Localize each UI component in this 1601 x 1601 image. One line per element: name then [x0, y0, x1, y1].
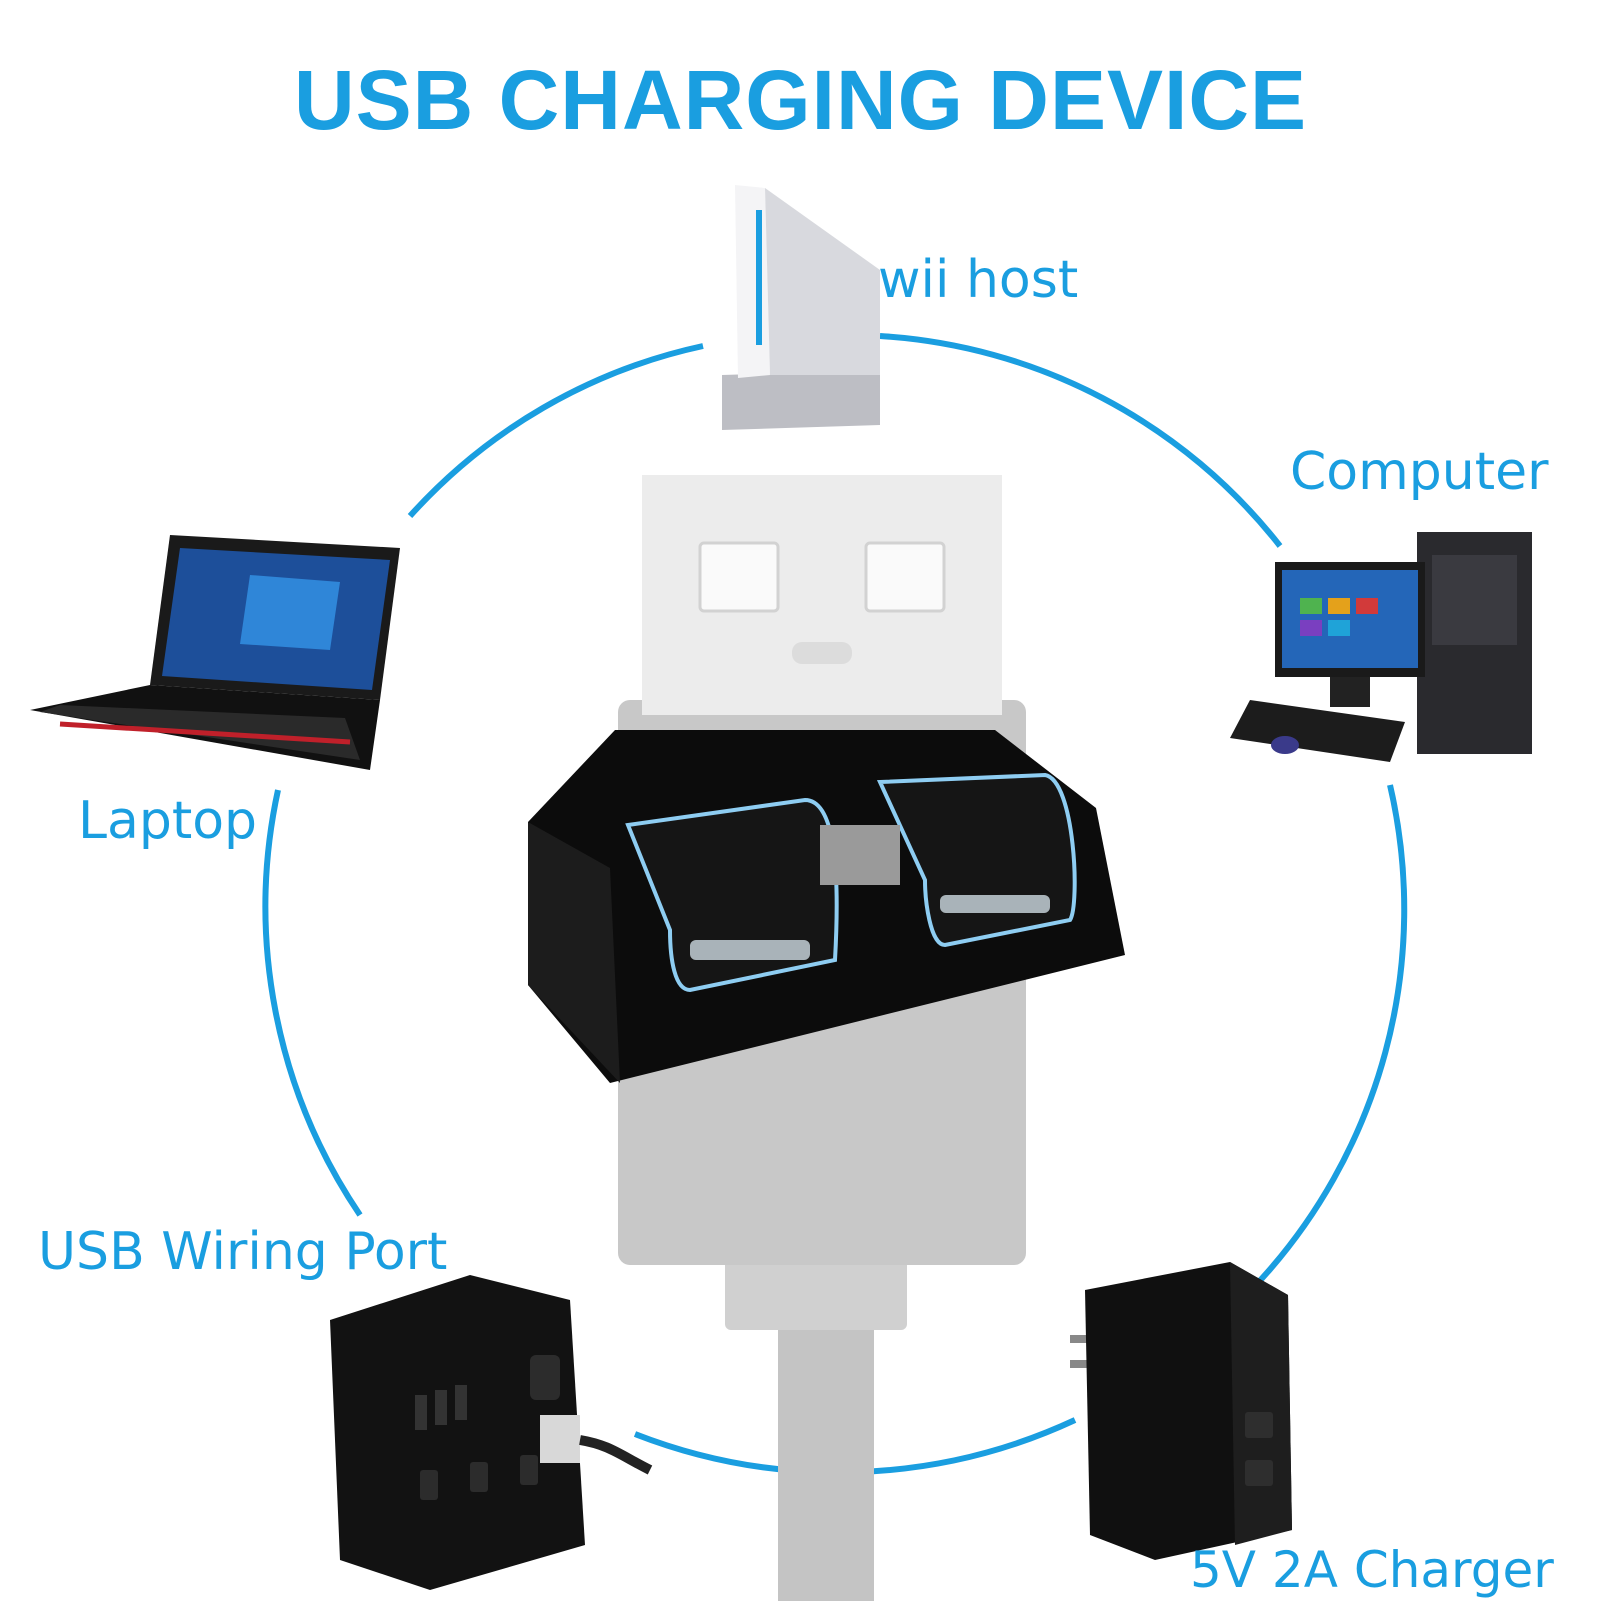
power-strip-image	[330, 1275, 653, 1590]
charging-dock-image	[528, 730, 1125, 1083]
label-laptop: Laptop	[78, 791, 258, 851]
label-charger: 5V 2A Charger	[1190, 1541, 1554, 1599]
wall-charger-image	[1070, 1262, 1292, 1560]
computer-image	[1230, 532, 1532, 762]
wii-console-image	[722, 185, 880, 430]
laptop-image	[30, 535, 400, 770]
label-wii-host: wii host	[878, 250, 1079, 310]
label-computer: Computer	[1290, 442, 1549, 502]
page-title: USB CHARGING DEVICE	[293, 53, 1308, 147]
label-usb-wiring-port: USB Wiring Port	[38, 1222, 448, 1282]
